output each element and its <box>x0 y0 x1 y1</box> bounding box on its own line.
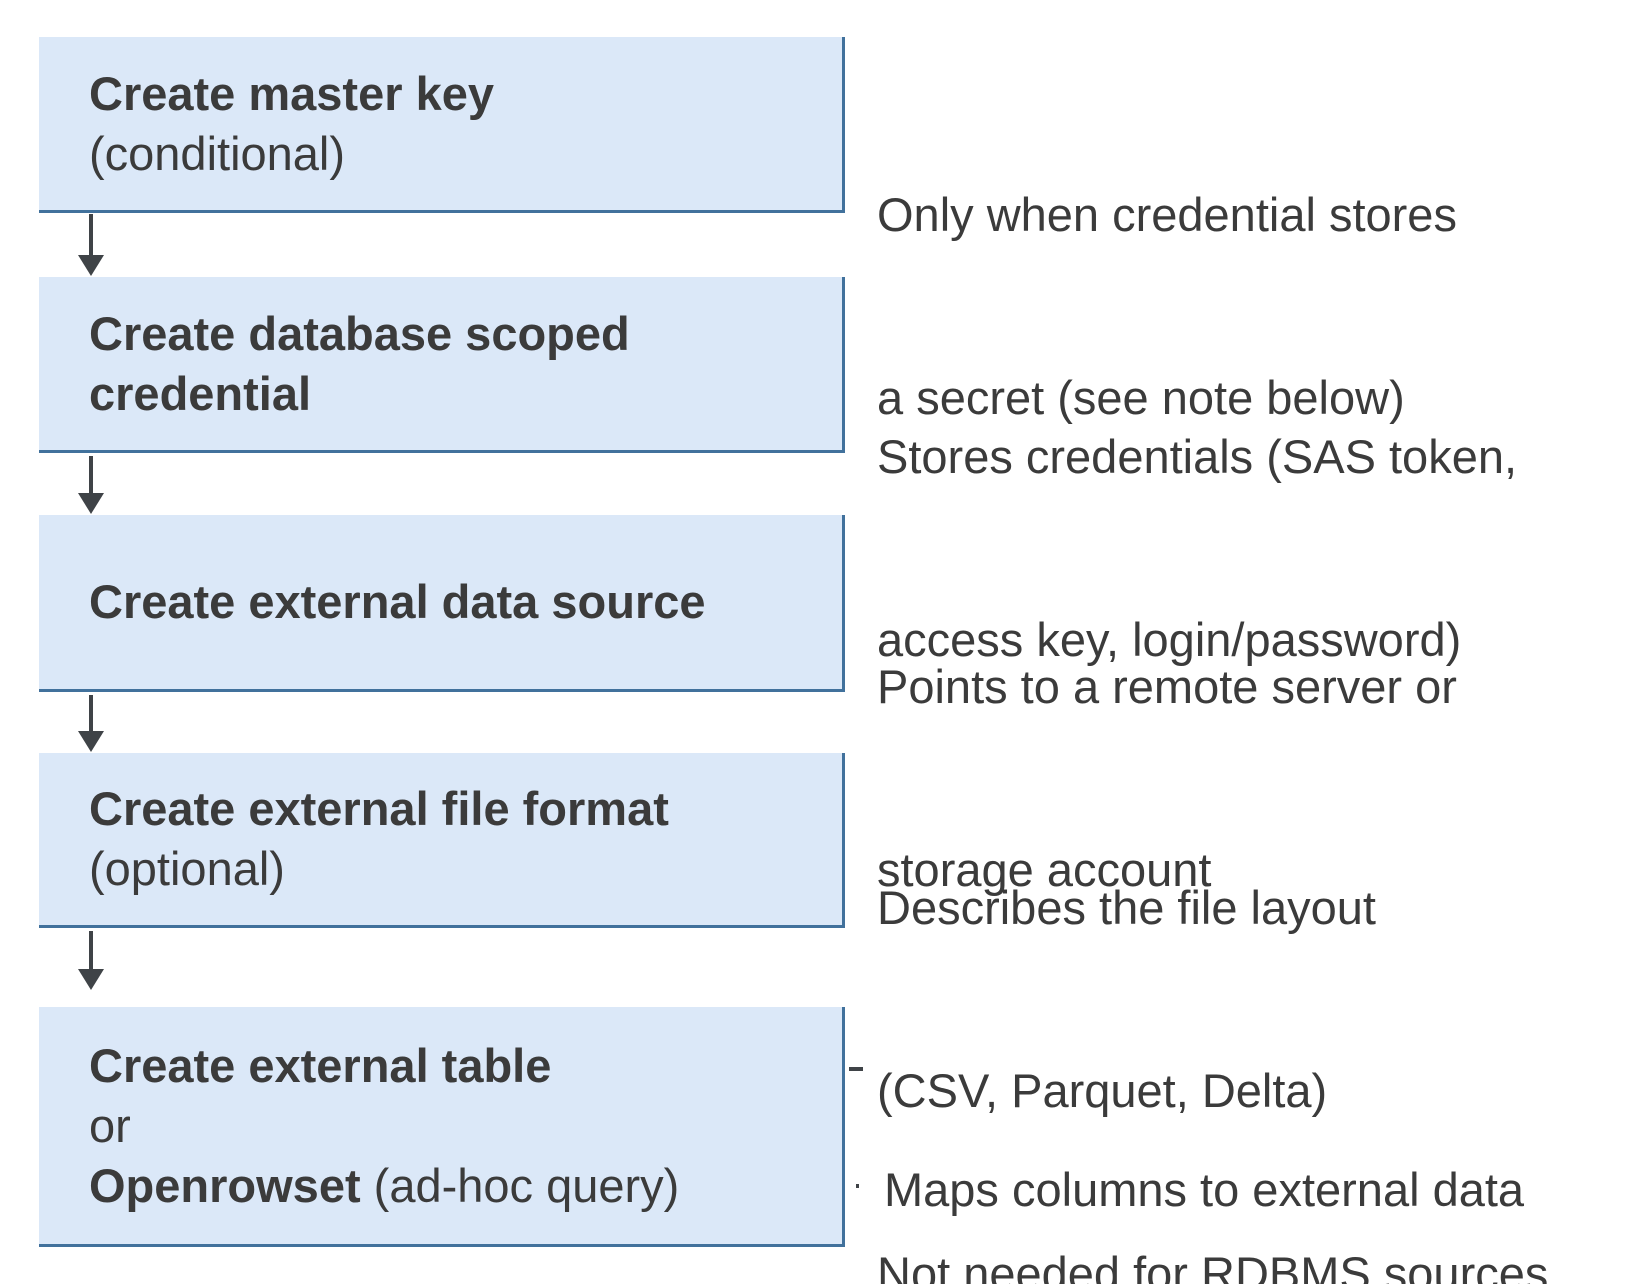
step-title: Create master key <box>89 66 494 120</box>
flow-step-create-external-table-or-openrowset: Create external table or Openrowset (ad-… <box>39 1007 845 1247</box>
step-title: Create database scoped <box>89 306 630 360</box>
annotation-credential-note: Stores credentials (SAS token, access ke… <box>877 430 1518 666</box>
annotation-file-format-note: Describes the file layout (CSV, Parquet,… <box>877 881 1549 1284</box>
step-qualifier: (optional) <box>89 842 285 895</box>
step-option-external-table: Create external table <box>89 1038 552 1092</box>
annotation-data-source-note: Points to a remote server or storage acc… <box>877 660 1457 896</box>
step-qualifier: (conditional) <box>89 126 346 180</box>
flow-step-create-external-data-source: Create external data source <box>39 515 845 692</box>
step-option-openrowset-qualifier: (ad-hoc query) <box>360 1158 680 1212</box>
flow-step-create-database-scoped-credential: Create database scoped credential <box>39 277 845 453</box>
flow-arrow-4 <box>78 931 104 990</box>
annotation-openrowset-note: Query files without a table <box>884 1155 1425 1284</box>
flow-step-create-master-key: Create master key (conditional) <box>39 37 845 213</box>
flow-step-create-external-file-format: Create external file format (optional) <box>39 753 845 928</box>
flow-arrow-1 <box>78 214 104 276</box>
step-title: Create external data source <box>89 575 706 628</box>
step-title: Create external file format <box>89 782 669 835</box>
annotation-master-key-note: Only when credential stores a secret (se… <box>877 188 1457 424</box>
step-or-separator: or <box>89 1098 131 1152</box>
step-option-openrowset: Openrowset (ad-hoc query) <box>89 1158 680 1212</box>
flow-arrow-3 <box>78 695 104 752</box>
annotation-external-table-note: Maps columns to external data <box>884 1163 1525 1216</box>
step-title-continued: credential <box>89 366 312 420</box>
flow-arrow-2 <box>78 456 104 514</box>
